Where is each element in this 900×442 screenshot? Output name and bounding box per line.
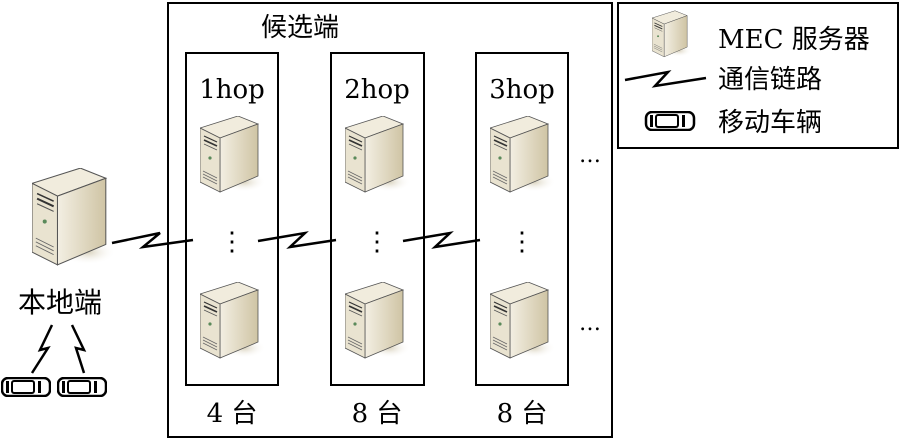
legend-server-label: MEC 服务器 (718, 25, 870, 55)
hop-label: 3hop (489, 75, 555, 105)
more-ellipsis: … (579, 143, 601, 168)
hop-column-1: 1hop ⋮ 4 台 (185, 52, 279, 429)
vehicle-link-lightning-icon (70, 324, 87, 374)
server-count: 8 台 (352, 399, 403, 429)
link-lightning-icon (257, 231, 337, 249)
server-icon (490, 116, 556, 193)
vehicle-icon (1, 377, 51, 397)
vehicle-icon (57, 377, 107, 397)
vehicle-icon (644, 111, 696, 131)
link-lightning-icon (624, 70, 707, 88)
vehicle-link-lightning-icon (30, 324, 54, 374)
link-lightning-icon (402, 231, 481, 249)
candidate-title: 候选端 (261, 13, 339, 43)
hop-column-3: 3hop ⋮ 8 台 (475, 52, 569, 429)
server-count: 4 台 (207, 399, 258, 429)
candidate-box (167, 2, 613, 438)
server-icon (652, 10, 692, 58)
server-icon (490, 282, 556, 359)
link-lightning-icon (111, 231, 194, 249)
server-count: 8 台 (497, 399, 548, 429)
vdots: ⋮ (364, 227, 390, 257)
hop-label: 1hop (199, 75, 265, 105)
legend: MEC 服务器 通信链路 移动车辆 (617, 2, 899, 149)
vdots: ⋮ (219, 227, 245, 257)
legend-link-label: 通信链路 (718, 65, 822, 95)
server-icon (345, 116, 411, 193)
server-icon (200, 282, 266, 359)
hop-column-2: 2hop ⋮ 8 台 (330, 52, 425, 429)
server-icon (200, 116, 266, 193)
server-icon (345, 282, 411, 359)
local-label: 本地端 (18, 286, 102, 319)
more-ellipsis: … (579, 311, 601, 336)
local-server-icon (32, 168, 116, 266)
vdots: ⋮ (509, 227, 535, 257)
legend-vehicle-label: 移动车辆 (718, 108, 822, 138)
hop-label: 2hop (344, 75, 410, 105)
